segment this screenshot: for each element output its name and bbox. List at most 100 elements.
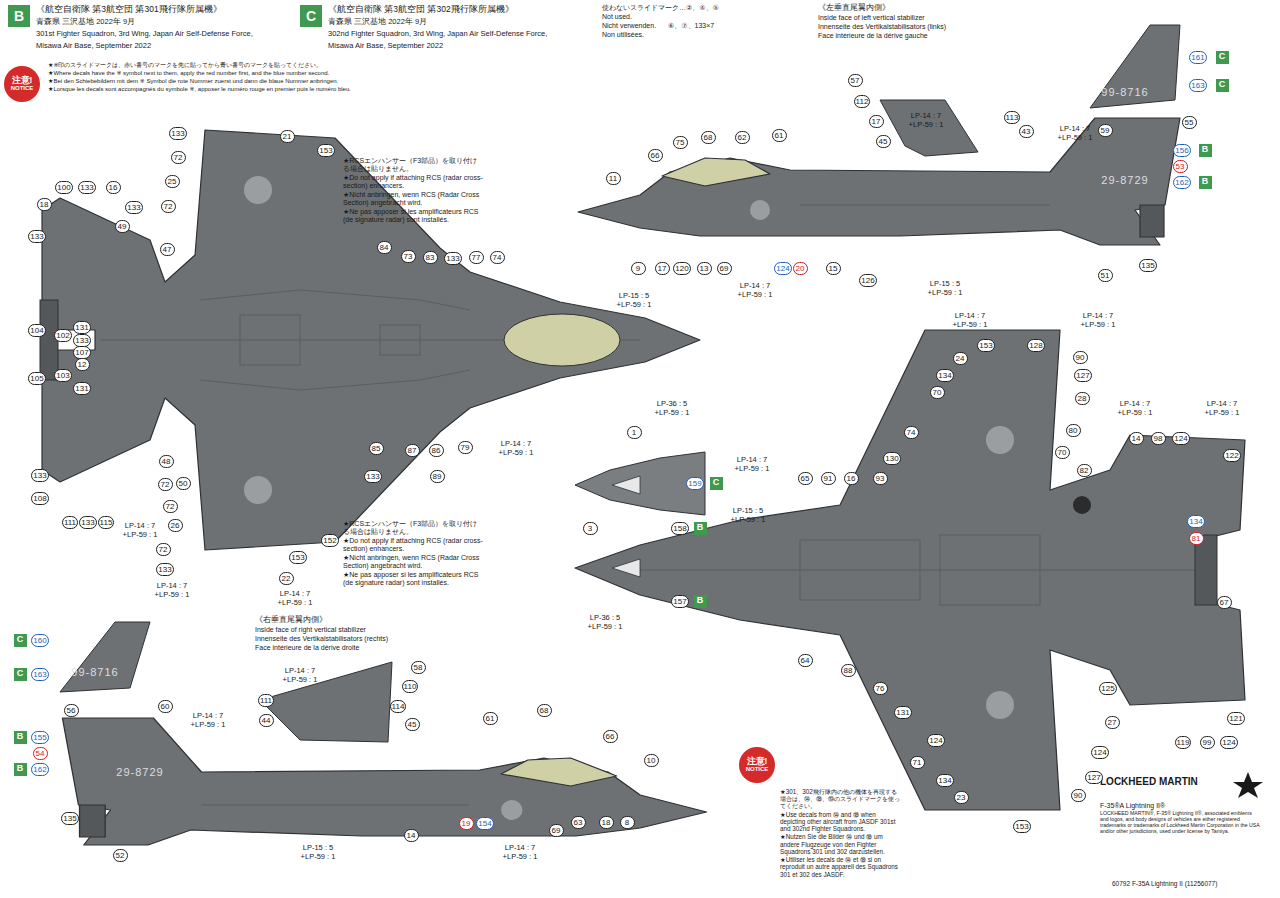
callout-number: 115 (98, 516, 115, 529)
scheme-tag: B (14, 763, 27, 776)
note-text: ⑥、⑦、133×7 (668, 22, 714, 30)
paint-callout: LP-14 : 7 +LP-59 : 1 (947, 311, 993, 329)
callout-number: 114 (390, 700, 407, 713)
callout-number: 59 (1098, 124, 1113, 137)
callout-number: 153 (977, 339, 994, 352)
callout-number: 11 (606, 172, 621, 185)
callout-number: 91 (821, 472, 836, 485)
note-text: ★Where decals have the ※ symbol next to … (48, 70, 388, 77)
callout-number: 102 (54, 329, 71, 342)
note-text: Misawa Air Base, September 2022 (328, 42, 443, 51)
callout-number: 126 (859, 274, 876, 287)
note-text: ★RCSエンハンサー（F3部品）を取り付ける場合は貼りません。 (343, 520, 483, 536)
scheme-tag: B (1199, 144, 1212, 157)
scheme-tag: C (1216, 79, 1229, 92)
callout-number: 153 (289, 551, 306, 564)
note-text: 302nd Fighter Squadron, 3rd Wing, Japan … (328, 30, 547, 39)
callout-number: 49 (115, 220, 130, 233)
callout-number: 133 (31, 469, 48, 482)
callout-number: 86 (429, 444, 444, 457)
note-text: 《左垂直尾翼内側》 (818, 4, 890, 13)
callout-number: 155 (31, 731, 48, 744)
callout-number: 69 (549, 824, 564, 837)
callout-number: 163 (1189, 79, 1206, 92)
scheme-tag: C (14, 668, 27, 681)
callout-number: 103 (54, 369, 71, 382)
callout-number: 27 (1105, 716, 1120, 729)
scheme-letter: B (17, 732, 24, 741)
callout-number: 107 (73, 346, 90, 359)
scheme-letter: B (14, 9, 24, 24)
note-text: ★Ne pas apposer si les amplificateurs RC… (343, 571, 483, 587)
scheme-tag: C (1216, 51, 1229, 64)
scheme-letter: B (1202, 177, 1209, 186)
callout-number: 104 (28, 324, 45, 337)
callout-number: 111 (62, 516, 78, 529)
paint-callout: LP-14 : 7 +LP-59 : 1 (903, 111, 949, 129)
callout-number: 76 (873, 682, 888, 695)
callout-number: 10 (644, 754, 659, 767)
callout-number: 72 (161, 200, 176, 213)
callout-number: 128 (1027, 339, 1044, 352)
callout-number: 84 (377, 241, 392, 254)
callout-number: 48 (159, 455, 174, 468)
paint-callout: LP-15 : 5 +LP-59 : 1 (611, 291, 657, 309)
callout-number: 45 (876, 135, 891, 148)
callout-number: 133 (78, 181, 95, 194)
callout-number: 152 (321, 534, 338, 547)
callout-number: 63 (571, 816, 586, 829)
scheme-letter: C (1219, 80, 1226, 89)
callout-number: 162 (31, 763, 48, 776)
callout-number: 1 (627, 426, 642, 439)
notice-text: NOTICE (11, 85, 34, 91)
paint-callout: LP-14 : 7 +LP-59 : 1 (1112, 399, 1158, 417)
callout-number: 26 (168, 519, 183, 532)
scheme-tag: B (14, 731, 27, 744)
callout-number: 163 (31, 668, 48, 681)
callout-number: 120 (673, 262, 690, 275)
callout-number: 68 (537, 704, 552, 717)
callout-number: 89 (430, 470, 445, 483)
callout-number: 72 (156, 543, 171, 556)
callout-number: 99 (1200, 736, 1215, 749)
note-text: Face intérieure de la dérive droite (255, 644, 359, 652)
paint-callout: LP-15 : 5 +LP-59 : 1 (725, 506, 771, 524)
callout-number: 28 (1075, 392, 1090, 405)
callout-number: 80 (1066, 424, 1081, 437)
scheme-letter: B (17, 764, 24, 773)
tail-number: 29-8729 (1101, 174, 1148, 187)
callout-number: 131 (894, 706, 911, 719)
callout-number: 60 (158, 700, 173, 713)
callout-number: 131 (73, 321, 90, 334)
note-text: ★※印のスライドマークは、赤い番号のマークを先に貼ってから青い番号のマークを貼っ… (48, 62, 388, 69)
tail-number: 99-8716 (71, 666, 118, 679)
scheme-tag: B (694, 595, 707, 608)
paint-callout: LP-14 : 7 +LP-59 : 1 (732, 281, 778, 299)
callout-number: 105 (28, 372, 45, 385)
callout-number: 134 (936, 369, 953, 382)
callout-number: 112 (854, 95, 871, 108)
callout-number: 133 (73, 334, 90, 347)
scheme-letter: C (17, 669, 24, 678)
callout-number: 133 (28, 230, 45, 243)
callout-number: 119 (1175, 736, 1192, 749)
note-text: 60792 F-35A Lightning II (11256077) (1112, 880, 1217, 887)
callout-number: 125 (1099, 682, 1116, 695)
callout-number: 108 (31, 492, 48, 505)
callout-number: 127 (1074, 369, 1091, 382)
note-text: Misawa Air Base, September 2022 (36, 42, 151, 51)
callout-number: 22 (279, 572, 294, 585)
callout-number: 19 (459, 817, 474, 830)
paint-callout: LP-14 : 7 +LP-59 : 1 (493, 439, 539, 457)
paint-callout: LP-14 : 7 +LP-59 : 1 (272, 589, 318, 607)
callout-number: 131 (73, 382, 90, 395)
note-text: ★Nutzen Sie die Bilder ⑭ und ⑱ um andere… (780, 833, 900, 855)
paint-callout: LP-36 : 5 +LP-59 : 1 (582, 613, 628, 631)
callout-number: 20 (793, 262, 808, 275)
callout-number: 66 (648, 149, 663, 162)
note-text: 青森県 三沢基地 2022年 9月 (36, 18, 135, 27)
callout-number: 83 (423, 251, 438, 264)
paint-callout: LP-14 : 7 +LP-59 : 1 (277, 666, 323, 684)
callout-number: 69 (717, 262, 732, 275)
paint-callout: LP-14 : 7 +LP-59 : 1 (1075, 311, 1121, 329)
